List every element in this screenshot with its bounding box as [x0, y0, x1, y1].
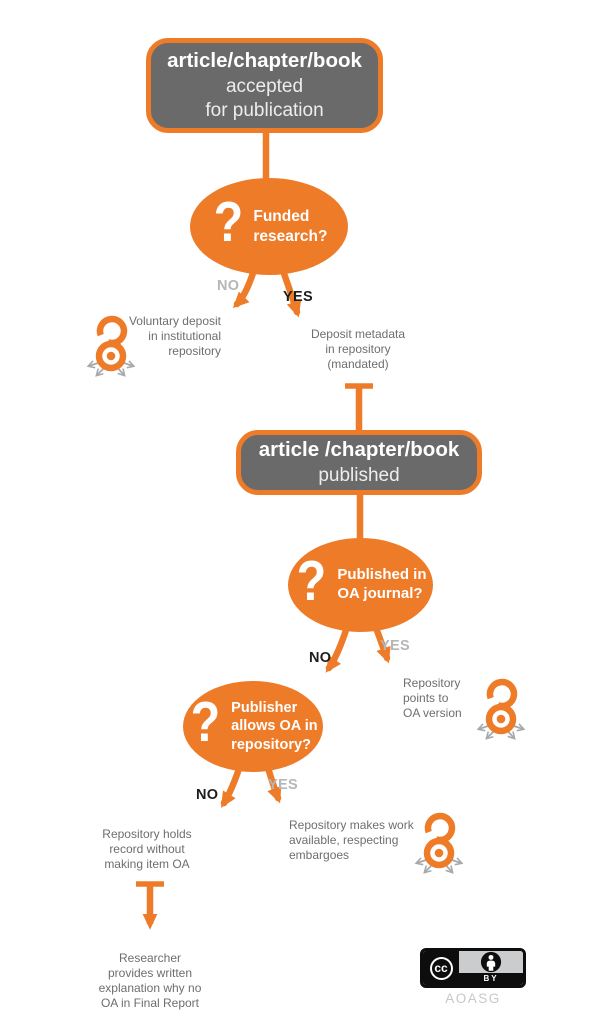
outcome-repository-makes: Repository makes work available, respect… — [289, 818, 414, 862]
cc-person-area — [459, 951, 523, 973]
open-access-icon — [408, 806, 468, 876]
question-mark-icon: ? — [213, 190, 243, 254]
branch-label-split1-no: NO — [217, 278, 240, 294]
process-box-published: article /chapter/book published — [236, 430, 482, 495]
outcome-deposit-metadata: Deposit metadata in repository (mandated… — [310, 327, 406, 371]
branch-label-split3-yes: YES — [268, 777, 298, 793]
outcome-voluntary-deposit: Voluntary deposit in institutional repos… — [128, 314, 221, 358]
cc-by-label: BY — [459, 973, 523, 985]
outcome-repository-holds: Repository holds record without making i… — [102, 827, 192, 871]
outcome-researcher-explains: Researcher provides written explanation … — [98, 951, 202, 1010]
process-box-accepted-title: article/chapter/book — [167, 48, 362, 72]
outcome-repository-points: Repository points to OA version — [403, 676, 462, 720]
cc-logo-icon: cc — [429, 956, 453, 980]
process-box-published-title: article /chapter/book — [258, 438, 460, 462]
arrow-split2-no — [325, 623, 351, 673]
open-access-icon — [470, 672, 530, 742]
attribution-person-icon — [480, 951, 502, 973]
process-box-published-subtitle: published — [318, 464, 400, 486]
aoasg-credit: AOASG — [445, 991, 501, 1006]
question-mark-icon: ? — [297, 548, 327, 613]
question-mark-icon: ? — [190, 690, 221, 754]
arrow-split1-no — [232, 266, 258, 309]
cc-by-panel: BY — [459, 951, 523, 985]
process-box-accepted-subtitle: accepted for publication — [205, 75, 324, 122]
branch-label-split2-yes: YES — [380, 638, 410, 654]
decision-funded-research: ? Funded research? — [190, 178, 348, 275]
decision-publisher-allows: ? Publisher allows OA in repository? — [183, 681, 323, 772]
decision-funded-research-label: Funded research? — [253, 208, 328, 245]
decision-oa-journal-label: Published in OA journal? — [337, 566, 427, 602]
branch-label-split3-no: NO — [196, 787, 219, 803]
decision-oa-journal: ? Published in OA journal? — [288, 538, 433, 632]
branch-label-split2-no: NO — [309, 650, 332, 666]
cc-by-license-badge: cc BY — [420, 948, 526, 988]
cc-logo-panel: cc — [423, 951, 459, 985]
process-box-accepted: article/chapter/book accepted for public… — [146, 38, 383, 133]
decision-publisher-allows-label: Publisher allows OA in repository? — [231, 700, 318, 753]
branch-label-split1-yes: YES — [283, 289, 313, 305]
